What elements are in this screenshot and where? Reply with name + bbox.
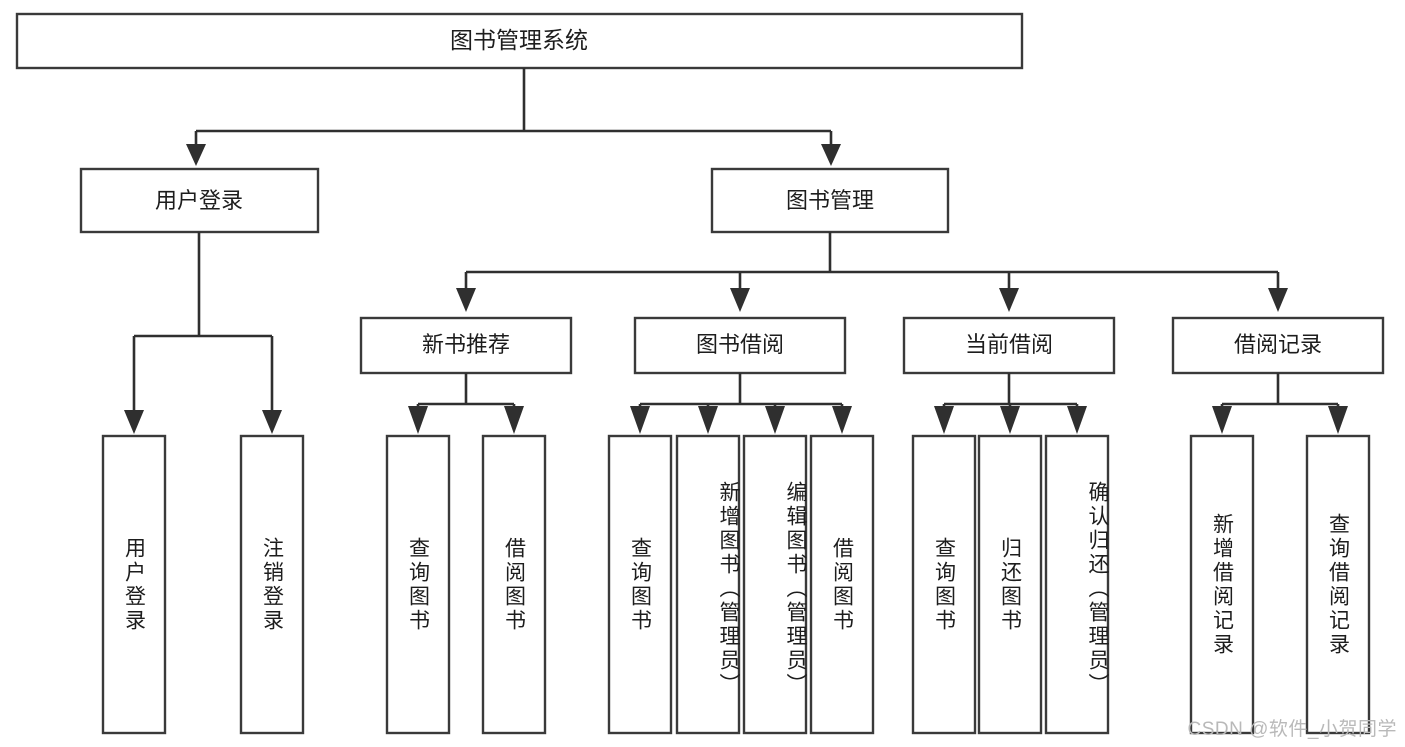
arrow-bookborrow-leaf-3 (765, 406, 785, 434)
arrow-borrowrecord-leaf-1 (1212, 406, 1232, 434)
leaf-add-book-rect[interactable] (675, 434, 741, 735)
leaf-query-book-bb-rect[interactable] (607, 434, 673, 735)
leaf-query-book-cb-rect[interactable] (911, 434, 977, 735)
node-new-book-recommend[interactable]: 新书推荐 (359, 316, 573, 375)
arrow-login-leaf-2 (262, 410, 282, 434)
arrow-login-leaf-1 (124, 410, 144, 434)
arrow-bookmgmt-child-1 (456, 288, 476, 312)
leaf-logout-rect[interactable] (239, 434, 305, 735)
node-new-book-recommend-label: 新书推荐 (422, 332, 510, 357)
node-book-borrow[interactable]: 图书借阅 (633, 316, 847, 375)
node-current-borrow[interactable]: 当前借阅 (902, 316, 1116, 375)
node-book-management-rect[interactable] (710, 167, 950, 234)
node-current-borrow-label: 当前借阅 (965, 332, 1053, 357)
node-root-rect[interactable] (15, 12, 1024, 70)
node-book-borrow-label: 图书借阅 (696, 332, 784, 357)
arrow-currentborrow-leaf-1 (934, 406, 954, 434)
arrow-borrowrecord-leaf-2 (1328, 406, 1348, 434)
node-book-management[interactable]: 图书管理 (710, 167, 950, 234)
arrow-currentborrow-leaf-2 (1000, 406, 1020, 434)
leaf-borrow-book-nb-rect[interactable] (481, 434, 547, 735)
leaf-query-book-nb-rect[interactable] (385, 434, 451, 735)
leaf-add-record-rect[interactable] (1189, 434, 1255, 735)
leaf-return-book-rect[interactable] (977, 434, 1043, 735)
arrow-newbook-leaf-2 (504, 406, 524, 434)
arrow-newbook-leaf-1 (408, 406, 428, 434)
node-user-login[interactable]: 用户登录 (79, 167, 320, 234)
arrow-currentborrow-leaf-3 (1067, 406, 1087, 434)
arrow-bookborrow-leaf-1 (630, 406, 650, 434)
leaf-edit-book-rect[interactable] (742, 434, 808, 735)
node-borrow-record-label: 借阅记录 (1234, 332, 1322, 357)
leaf-confirm-return-rect[interactable] (1044, 434, 1110, 735)
arrow-bookborrow-leaf-4 (832, 406, 852, 434)
node-borrow-record[interactable]: 借阅记录 (1171, 316, 1385, 375)
node-borrow-record-rect[interactable] (1171, 316, 1385, 375)
node-root[interactable]: 图书管理系统 (15, 12, 1024, 70)
node-new-book-recommend-rect[interactable] (359, 316, 573, 375)
node-user-login-label: 用户登录 (155, 188, 243, 213)
node-current-borrow-rect[interactable] (902, 316, 1116, 375)
arrow-bookmgmt-child-3 (999, 288, 1019, 312)
arrow-root-to-login (186, 144, 206, 166)
node-book-borrow-rect[interactable] (633, 316, 847, 375)
leaf-borrow-book-bb-rect[interactable] (809, 434, 875, 735)
leaf-query-record-rect[interactable] (1305, 434, 1371, 735)
arrow-bookmgmt-child-2 (730, 288, 750, 312)
node-root-label: 图书管理系统 (450, 27, 588, 53)
csdn-watermark: CSDN @软件_小贺同学 (1187, 719, 1397, 740)
arrow-root-to-bookmgmt (821, 144, 841, 166)
arrow-bookborrow-leaf-2 (698, 406, 718, 434)
arrow-bookmgmt-child-4 (1268, 288, 1288, 312)
node-book-management-label: 图书管理 (786, 188, 874, 213)
leaf-user-login-rect[interactable] (101, 434, 167, 735)
